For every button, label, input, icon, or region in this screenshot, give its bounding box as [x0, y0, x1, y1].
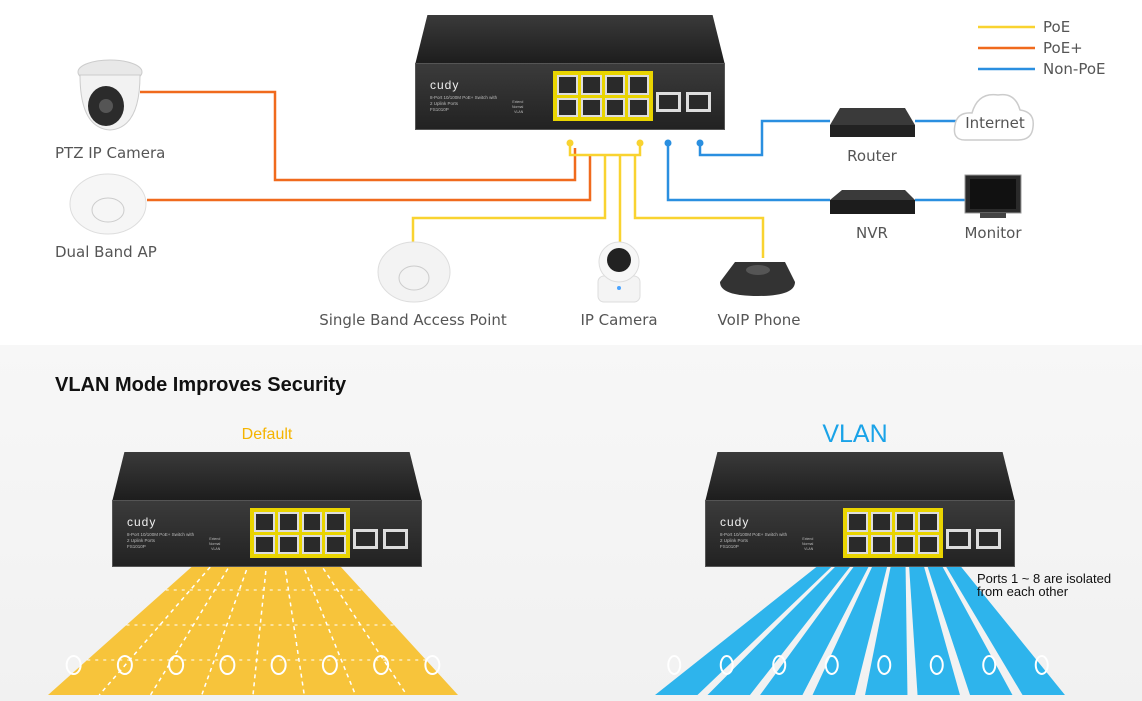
single-band-ap-label: Single Band Access Point: [319, 311, 507, 329]
switch-brand: cudy: [127, 515, 157, 529]
vlan-isolated-lane: [812, 555, 891, 695]
port-dot: [664, 139, 672, 147]
switch-model: FS1010P: [430, 107, 449, 112]
vlan-label: VLAN: [822, 420, 888, 448]
switch-brand: cudy: [430, 78, 460, 92]
ptz-camera-label: PTZ IP Camera: [55, 144, 166, 162]
traffic-fans: [48, 555, 1065, 696]
vlan-lane-bit: [719, 655, 734, 675]
mode-label: VLAN: [804, 547, 814, 551]
default-switch: cudy 8-Port 10/100M PoE+ Switch with 2 U…: [112, 452, 422, 569]
default-lane-bit: [65, 655, 82, 675]
mode-label: VLAN: [211, 547, 221, 551]
switch-description: 8-Port 10/100M PoE+ Switch with 2 Uplink…: [720, 532, 788, 543]
vlan-lane-bit: [982, 655, 997, 675]
vlan-isolated-lane: [655, 555, 844, 695]
poe-plus-line-ap: [147, 155, 592, 202]
default-label: Default: [241, 426, 293, 443]
port-dot: [566, 139, 574, 147]
dual-band-ap-label: Dual Band AP: [55, 243, 157, 261]
default-lane-bit: [168, 655, 185, 675]
router-label: Router: [847, 147, 897, 165]
vlan-isolated-lane: [908, 555, 960, 695]
port-dot: [696, 139, 704, 147]
voip-phone-icon: [720, 262, 795, 296]
switch-model: FS1010P: [127, 544, 146, 549]
vlan-isolated-lane: [865, 555, 908, 695]
monitor-label: Monitor: [964, 224, 1022, 242]
mode-label: Extend: [209, 537, 221, 541]
switch-brand: cudy: [720, 515, 750, 529]
vlan-lane-bit: [824, 655, 839, 675]
legend-nonpoe-label: Non-PoE: [1043, 60, 1106, 78]
vlan-isolated-lane: [923, 555, 1013, 695]
poe-line-bus: [568, 143, 642, 157]
legend-poe-plus-label: PoE+: [1043, 39, 1083, 57]
legend-poe-label: PoE: [1043, 18, 1071, 36]
isolation-note: Ports 1 ~ 8 are isolated from each other: [977, 571, 1112, 599]
poe-plus-line-ptz: [140, 90, 577, 182]
ptz-camera-icon: [77, 59, 143, 131]
vlan-switch: cudy 8-Port 10/100M PoE+ Switch with 2 U…: [705, 452, 1015, 569]
default-lane-bit: [321, 655, 338, 675]
default-lane-bit: [373, 655, 390, 675]
router-icon: [830, 108, 915, 137]
default-lane-divider: [201, 555, 253, 696]
nonpoe-line-nvr: [666, 143, 830, 202]
mode-label: Normal: [512, 105, 524, 109]
switch-description: 8-Port 10/100M PoE+ Switch with 2 Uplink…: [127, 532, 195, 543]
nvr-icon: [830, 190, 915, 214]
default-lane-bit: [424, 655, 441, 675]
single-band-ap-icon: [377, 241, 451, 303]
default-lane-bit: [219, 655, 236, 675]
poe-line-voip: [633, 155, 765, 258]
vlan-isolated-lane: [939, 555, 1065, 695]
voip-phone-label: VoIP Phone: [717, 311, 801, 329]
vlan-isolated-lane: [707, 555, 860, 695]
switch-model: FS1010P: [720, 544, 739, 549]
vlan-isolated-lane: [760, 555, 875, 695]
default-lane-bit: [116, 655, 133, 675]
vlan-section-title: VLAN Mode Improves Security: [55, 374, 347, 396]
switch-description: 8-Port 10/100M PoE+ Switch with 2 Uplink…: [430, 95, 498, 106]
mode-label: VLAN: [514, 110, 524, 114]
cloud-icon: [953, 93, 1034, 141]
port-dot: [636, 139, 644, 147]
connection-lines: [69, 25, 1035, 303]
dual-band-ap-icon: [69, 173, 147, 235]
ip-camera-icon: [597, 241, 641, 303]
vlan-lane-bit: [929, 655, 944, 675]
poe-line-single-ap: [411, 155, 607, 245]
nvr-label: NVR: [856, 224, 888, 242]
default-traffic-fan: [48, 555, 458, 695]
ip-camera-label: IP Camera: [580, 311, 658, 329]
default-lane-bit: [270, 655, 287, 675]
nonpoe-line-router: [698, 119, 830, 157]
poe-switch: cudy 8-Port 10/100M PoE+ Switch with 2 U…: [415, 15, 725, 132]
monitor-icon: [964, 174, 1022, 218]
vlan-lane-bit: [667, 655, 682, 675]
mode-label: Normal: [209, 542, 221, 546]
vlan-lane-bit: [772, 655, 787, 675]
port-panel: [553, 71, 713, 121]
mode-label: Extend: [512, 100, 524, 104]
vlan-lane-bit: [877, 655, 892, 675]
vlan-lane-bit: [1034, 655, 1049, 675]
internet-label: Internet: [965, 114, 1025, 132]
mode-label: Normal: [802, 542, 814, 546]
mode-label: Extend: [802, 537, 814, 541]
